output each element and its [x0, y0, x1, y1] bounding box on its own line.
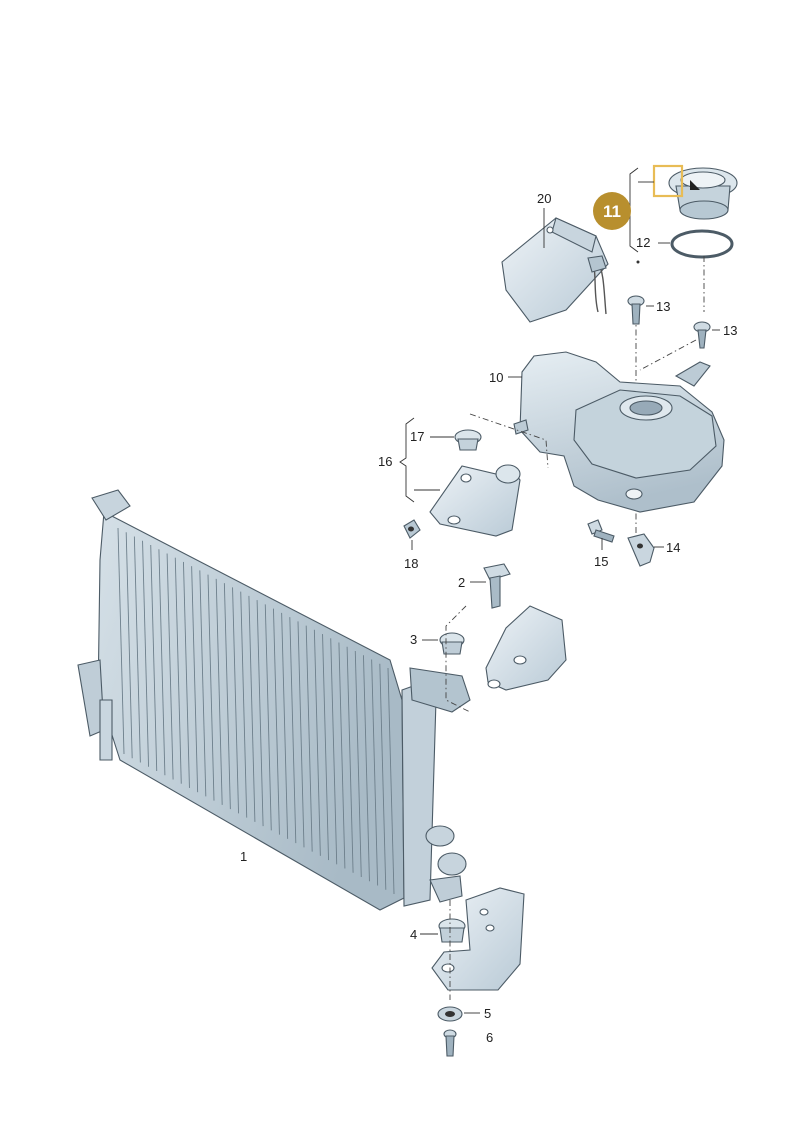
- radiator-fin: [387, 667, 395, 895]
- label-15: 15: [594, 554, 608, 569]
- radiator-fin: [297, 621, 305, 848]
- radiator-fin: [313, 629, 321, 856]
- radiator-fin: [346, 646, 354, 873]
- position-badge: 11: [593, 192, 631, 230]
- part-5-washer: [437, 1006, 463, 1022]
- assembly-line-screw2: [639, 339, 697, 371]
- bracket-16: [399, 417, 415, 503]
- part-2-pin: [483, 563, 511, 609]
- radiator-fin: [183, 561, 190, 788]
- part-14-clip: [627, 533, 655, 567]
- label-17: 17: [410, 429, 424, 444]
- part-18-nut: [403, 519, 421, 539]
- radiator: [77, 489, 471, 911]
- part-15-bolt: [587, 519, 615, 543]
- part-13-screw-b: [693, 321, 711, 349]
- radiator-fin: [305, 625, 313, 852]
- radiator-fin: [207, 574, 215, 801]
- radiator-fin: [379, 663, 387, 890]
- radiator-fin: [166, 553, 174, 780]
- radiator-fin: [281, 612, 289, 839]
- part-mount-bracket-upper: [485, 605, 567, 691]
- part-13-screw-a: [627, 295, 645, 325]
- radiator-fin: [125, 532, 133, 759]
- part-10-expansion-tank: [513, 351, 725, 513]
- label-12: 12: [636, 235, 650, 250]
- part-4-bush: [438, 918, 466, 943]
- badge-number: 11: [603, 202, 621, 221]
- part-11-cap: [668, 167, 738, 220]
- radiator-fins: [117, 527, 395, 895]
- radiator-fin: [273, 608, 280, 835]
- radiator-fin: [215, 578, 223, 805]
- radiator-fin: [133, 536, 141, 763]
- radiator-fin: [199, 570, 207, 797]
- part-6-screw: [443, 1029, 457, 1057]
- radiator-fin: [289, 617, 297, 844]
- part-20-cover: [501, 217, 609, 323]
- radiator-fin: [264, 604, 272, 831]
- part-3-grommet: [439, 632, 465, 655]
- radiator-fin: [354, 651, 362, 878]
- radiator-fin: [338, 642, 346, 869]
- radiator-fin: [158, 549, 166, 776]
- radiator-fin: [256, 600, 264, 827]
- label-20: 20: [537, 191, 551, 206]
- label-2: 2: [458, 575, 465, 590]
- radiator-fin: [150, 544, 158, 771]
- radiator-fin: [240, 591, 248, 818]
- part-lower-bracket: [431, 887, 525, 991]
- radiator-fin: [142, 540, 149, 767]
- label-5: 5: [484, 1006, 491, 1021]
- radiator-fin: [363, 655, 370, 882]
- radiator-fin: [248, 595, 256, 822]
- highlight-box: [652, 164, 684, 198]
- radiator-fin: [371, 659, 379, 886]
- label-3: 3: [410, 632, 417, 647]
- radiator-fin: [330, 638, 338, 865]
- assembly-line-17: [469, 413, 549, 469]
- radiator-fin: [174, 557, 182, 784]
- part-17-grommet: [454, 429, 482, 451]
- label-6: 6: [486, 1030, 493, 1045]
- radiator-fin: [232, 587, 239, 814]
- label-18: 18: [404, 556, 418, 571]
- label-1: 1: [240, 849, 247, 864]
- radiator-fin: [223, 583, 231, 810]
- label-13b: 13: [723, 323, 737, 338]
- label-13a: 13: [656, 299, 670, 314]
- label-16: 16: [378, 454, 392, 469]
- radiator-fin: [322, 634, 329, 861]
- part-12-seal: [670, 229, 734, 259]
- part-16-bracket: [429, 464, 521, 537]
- assembly-line-3: [445, 605, 471, 713]
- radiator-fin: [191, 566, 199, 793]
- radiator-fin: [117, 527, 125, 755]
- label-4: 4: [410, 927, 417, 942]
- label-14: 14: [666, 540, 680, 555]
- label-10: 10: [489, 370, 503, 385]
